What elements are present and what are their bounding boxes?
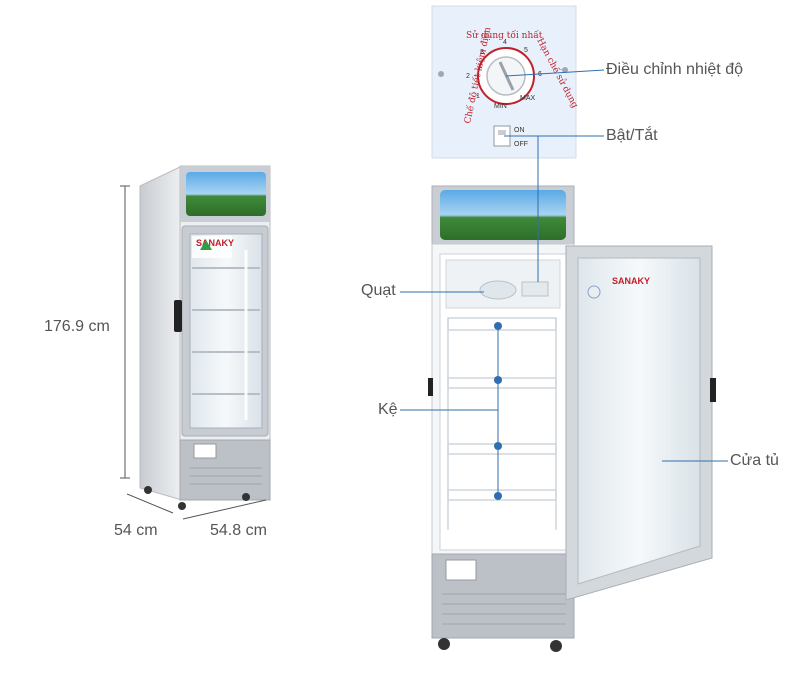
dial-top-arc-text: Sử dụng tối nhất bbox=[466, 30, 543, 41]
temperature-callout-label: Điều chỉnh nhiệt độ bbox=[606, 61, 743, 78]
depth-dimension-label: 54 cm bbox=[114, 522, 158, 539]
dial-num-5: 5 bbox=[524, 47, 528, 54]
shelf-dot-4 bbox=[494, 492, 502, 500]
dial-num-4: 4 bbox=[503, 39, 507, 46]
height-dimension-label: 176.9 cm bbox=[44, 318, 110, 335]
width-dimension-label: 54.8 cm bbox=[210, 522, 267, 539]
dial-num-1: 1 bbox=[476, 93, 480, 100]
dial-max-label: MAX bbox=[520, 95, 536, 102]
fan bbox=[479, 280, 517, 300]
fan-callout-label: Quạt bbox=[361, 282, 396, 299]
landscape-panel-right bbox=[440, 190, 566, 240]
shelf-dot-3 bbox=[494, 442, 502, 450]
door-callout-label: Cửa tủ bbox=[730, 452, 779, 469]
callout-lines bbox=[400, 69, 728, 496]
landscape-panel-left bbox=[186, 172, 266, 216]
dial-num-6: 6 bbox=[538, 71, 542, 78]
shelf-callout-label: Kệ bbox=[378, 401, 398, 418]
dial-num-3: 3 bbox=[480, 49, 484, 56]
open-door: SANAKY bbox=[565, 245, 716, 601]
power-callout-label: Bật/Tắt bbox=[606, 127, 658, 144]
control-panel: Sử dụng tối nhất Chế độ tiết kiệm điện H… bbox=[431, 5, 581, 159]
dial-min-label: MIN bbox=[494, 103, 507, 110]
brand-logo-door: SANAKY bbox=[612, 276, 650, 286]
shelf-dot-1 bbox=[494, 322, 502, 330]
door-handle bbox=[174, 300, 182, 332]
dimension-lines bbox=[120, 185, 267, 520]
switch-on-label: ON bbox=[514, 127, 525, 134]
dial-num-2: 2 bbox=[466, 73, 470, 80]
switch-off-label: OFF bbox=[514, 141, 528, 148]
shelf-dots bbox=[494, 322, 502, 500]
brand-logo-left: SANAKY bbox=[196, 238, 234, 248]
fridge-open bbox=[428, 185, 575, 652]
fridge-perspective: SANAKY bbox=[139, 165, 271, 510]
shelf-dot-2 bbox=[494, 376, 502, 384]
